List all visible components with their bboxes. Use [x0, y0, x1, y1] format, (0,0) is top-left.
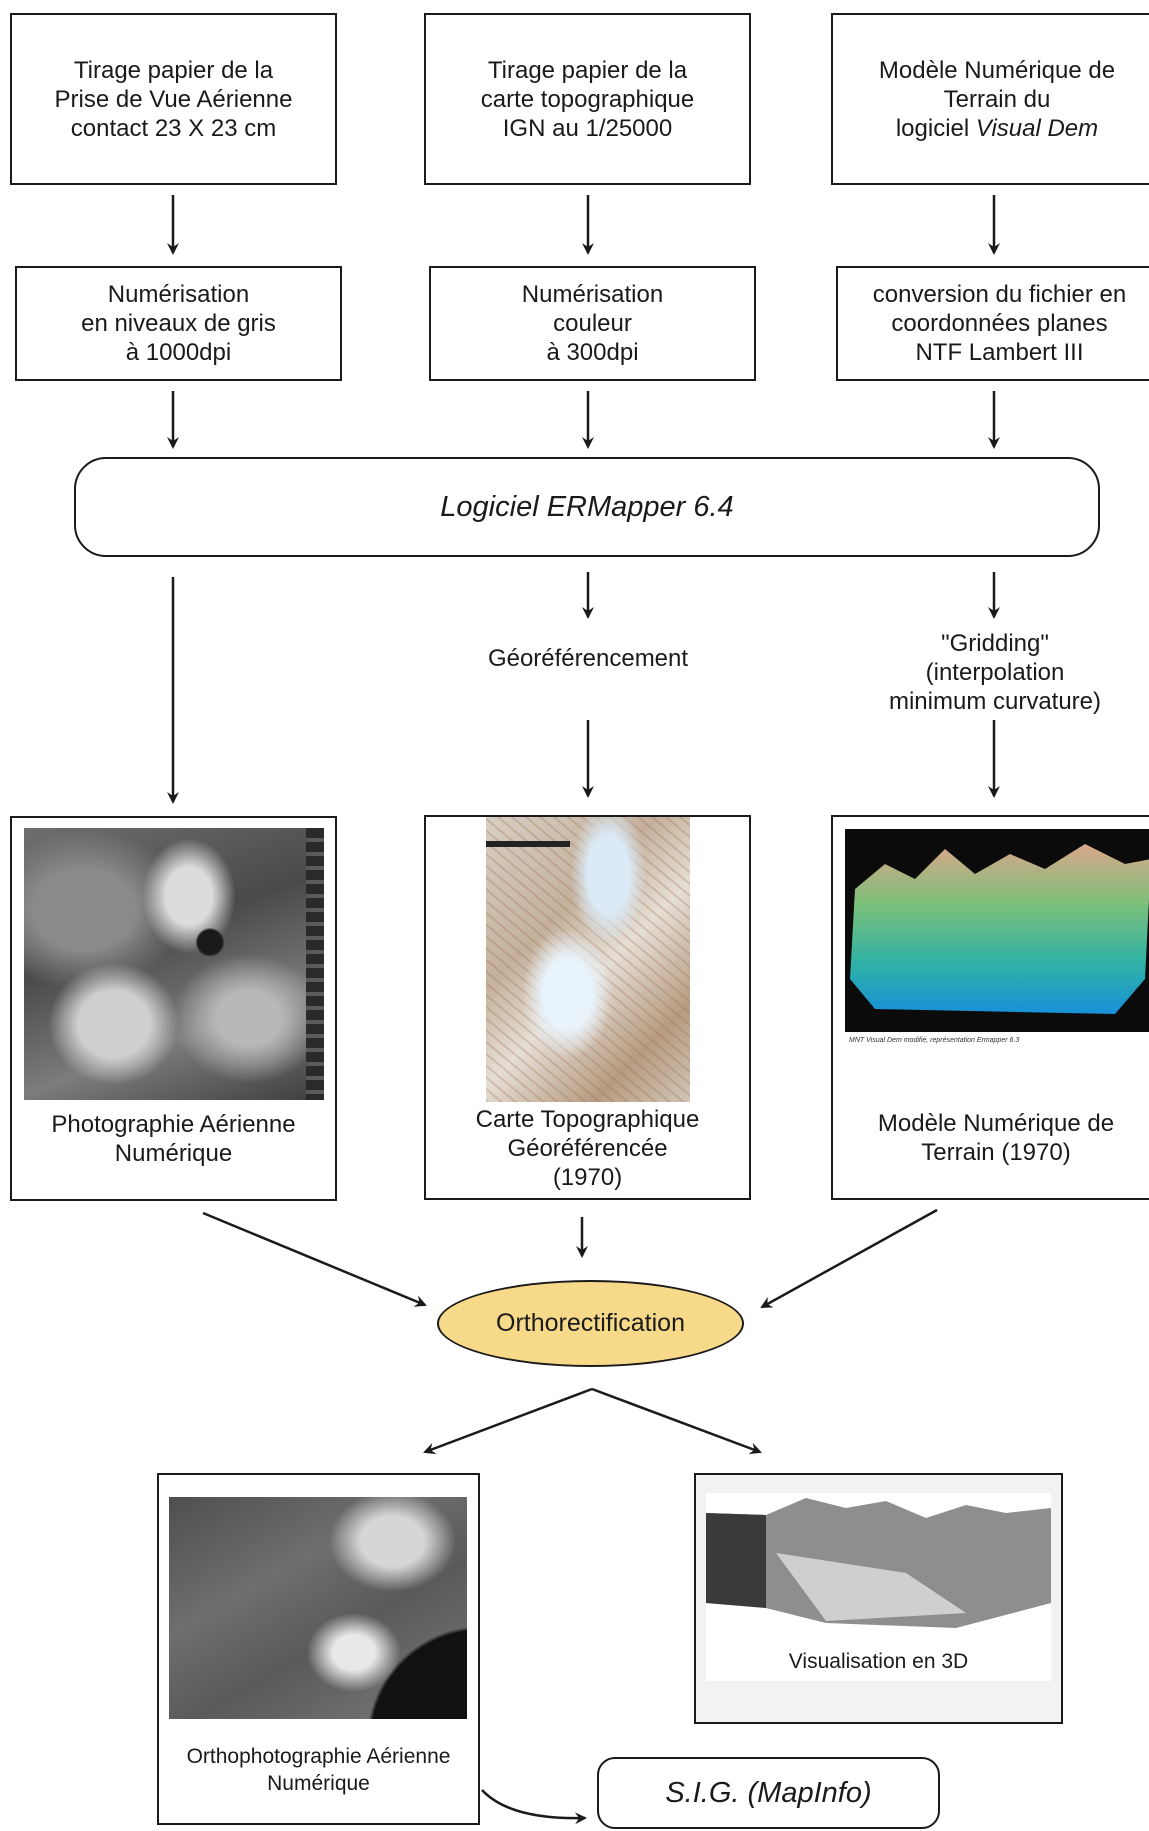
conv-color-line2: couleur [553, 310, 632, 337]
product-topo-map: Carte Topographique Géoréférencée (1970) [424, 815, 751, 1200]
arrow-ortho-to-orthophoto [423, 1387, 593, 1455]
conv-grayscale-line1: Numérisation [107, 281, 250, 308]
orthophoto-caption-line2: Numérique [267, 1772, 370, 1795]
arrow-photo-to-ortho [202, 1211, 427, 1307]
photo-caption-line2: Numérique [114, 1140, 233, 1167]
gridding-line3: minimum curvature) [888, 688, 1102, 715]
source-topo-print: Tirage papier de la carte topographique … [424, 13, 751, 185]
conv-lambert-line1: conversion du fichier en [872, 281, 1127, 308]
conv-grayscale-line2: en niveaux de gris [81, 310, 276, 337]
software-label: Logiciel ERMapper 6.4 [440, 490, 734, 523]
process-georeferencing: Géoréférencement [487, 645, 689, 672]
conv-grayscale: Numérisation en niveaux de gris à 1000dp… [15, 266, 342, 381]
orthophoto-image [169, 1497, 467, 1719]
viz3d-panel: Visualisation en 3D [706, 1493, 1051, 1681]
aerial-photo-image [24, 828, 324, 1100]
output-orthophoto: Orthophotographie Aérienne Numérique [157, 1473, 480, 1825]
product-aerial-photo: Photographie Aérienne Numérique [10, 816, 337, 1201]
process-gridding: "Gridding" (interpolation minimum curvat… [865, 629, 1125, 716]
source-aerial-line1: Tirage papier de la [73, 56, 274, 84]
gridding-line1: "Gridding" [941, 630, 1049, 657]
source-topo-line3: IGN au 1/25000 [502, 114, 673, 142]
dem-caption-line1: Modèle Numérique de [877, 1110, 1115, 1137]
viz3d-caption: Visualisation en 3D [788, 1650, 969, 1673]
viz3d-render-svg [706, 1498, 1051, 1628]
source-aerial-print: Tirage papier de la Prise de Vue Aérienn… [10, 13, 337, 185]
dem-credit: MNT Visual Dem modifié, représentation E… [849, 1037, 1020, 1044]
dem-caption-line2: Terrain (1970) [921, 1139, 1071, 1166]
conv-color: Numérisation couleur à 300dpi [429, 266, 756, 381]
dem-render-svg [850, 844, 1149, 1014]
source-aerial-line2: Prise de Vue Aérienne [54, 85, 293, 113]
source-aerial-line3: contact 23 X 23 cm [70, 114, 277, 142]
map-caption-line3: (1970) [552, 1164, 623, 1191]
output-visualisation-3d: Visualisation en 3D [694, 1473, 1063, 1724]
dem-3d-image [845, 829, 1149, 1032]
source-dem-line2: Terrain du [943, 85, 1051, 113]
software-ermapper: Logiciel ERMapper 6.4 [74, 457, 1100, 557]
map-caption-line1: Carte Topographique [475, 1106, 700, 1133]
gridding-line2: (interpolation [925, 659, 1065, 686]
conv-color-line1: Numérisation [521, 281, 664, 308]
source-dem-line1: Modèle Numérique de [878, 56, 1116, 84]
conv-lambert: conversion du fichier en coordonnées pla… [836, 266, 1149, 381]
source-topo-line1: Tirage papier de la [487, 56, 688, 84]
source-dem: Modèle Numérique de Terrain du logiciel … [831, 13, 1149, 185]
sig-label: S.I.G. (MapInfo) [665, 1776, 872, 1809]
conv-grayscale-line3: à 1000dpi [125, 339, 232, 366]
arrow-ortho-to-viz3d [591, 1387, 762, 1455]
photo-caption-line1: Photographie Aérienne [51, 1111, 296, 1138]
product-dem: MNT Visual Dem modifié, représentation E… [831, 815, 1149, 1200]
arrow-orthophoto-to-sig [481, 1789, 587, 1825]
topo-map-image [486, 817, 690, 1102]
source-topo-line2: carte topographique [480, 85, 695, 113]
arrow-dem-to-ortho [760, 1208, 938, 1309]
visual-dem-label: Visual Dem [975, 114, 1099, 142]
orthophoto-caption-line1: Orthophotographie Aérienne [186, 1745, 451, 1768]
source-dem-line3: logiciel Visual Dem [895, 114, 1099, 142]
sig-mapinfo: S.I.G. (MapInfo) [597, 1757, 940, 1829]
orthorectification-node: Orthorectification [437, 1280, 744, 1367]
conv-color-line3: à 300dpi [546, 339, 639, 366]
conv-lambert-line2: coordonnées planes [891, 310, 1108, 337]
ortho-label: Orthorectification [496, 1309, 685, 1337]
conv-lambert-line3: NTF Lambert III [915, 339, 1084, 366]
map-caption-line2: Géoréférencée [507, 1135, 668, 1162]
